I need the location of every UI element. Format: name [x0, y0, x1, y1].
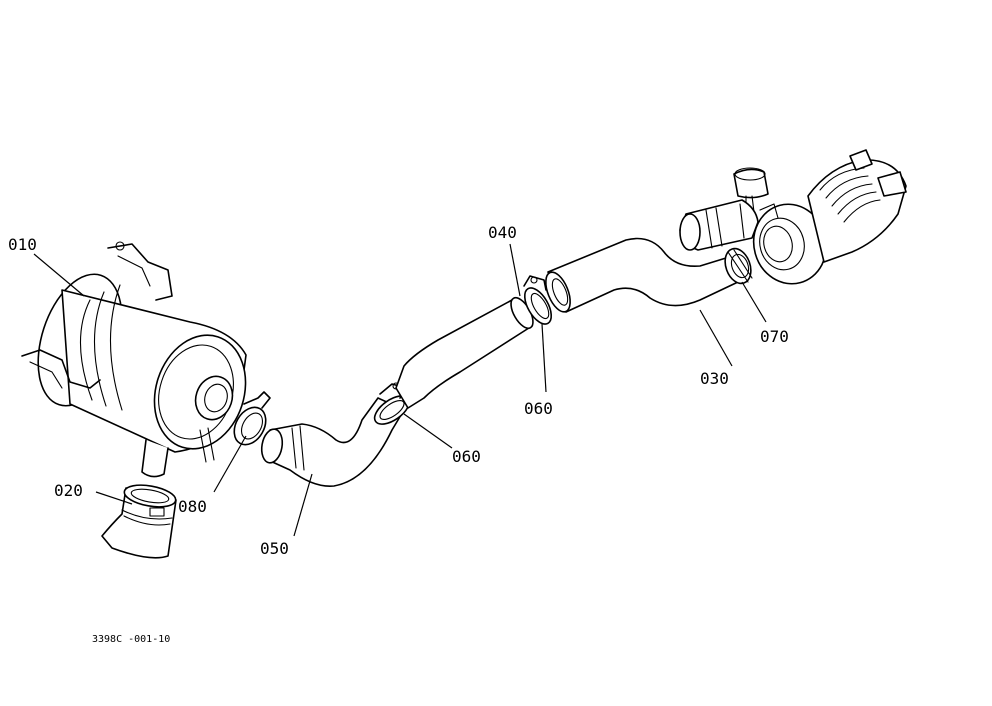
- label-060-lower: 060: [452, 447, 481, 466]
- leader-070: [741, 281, 767, 323]
- label-040: 040: [488, 223, 517, 242]
- leader-080: [213, 435, 247, 493]
- leader-040: [509, 243, 521, 297]
- leader-050: [293, 473, 313, 537]
- hose-050: [260, 397, 405, 487]
- air-cleaner: [21, 241, 247, 478]
- clamp-070: [724, 247, 753, 285]
- label-030: 030: [700, 369, 729, 388]
- label-010: 010: [8, 235, 37, 254]
- drawing-code: 3398C -001-10: [92, 634, 170, 645]
- leader-060-upper: [541, 323, 547, 393]
- leader-010: [33, 253, 85, 297]
- leader-020: [95, 491, 133, 505]
- leader-030: [699, 309, 733, 367]
- label-050: 050: [260, 539, 289, 558]
- label-070: 070: [760, 327, 789, 346]
- hose-030: [545, 237, 739, 313]
- pipe-040: [395, 296, 534, 409]
- rubber-valve: [101, 484, 177, 559]
- label-020: 020: [54, 481, 83, 500]
- label-060-upper: 060: [524, 399, 553, 418]
- leader-060-lower: [403, 413, 453, 449]
- label-080: 080: [178, 497, 207, 516]
- clamp-060-upper: [523, 275, 553, 325]
- turbocharger: [679, 149, 907, 285]
